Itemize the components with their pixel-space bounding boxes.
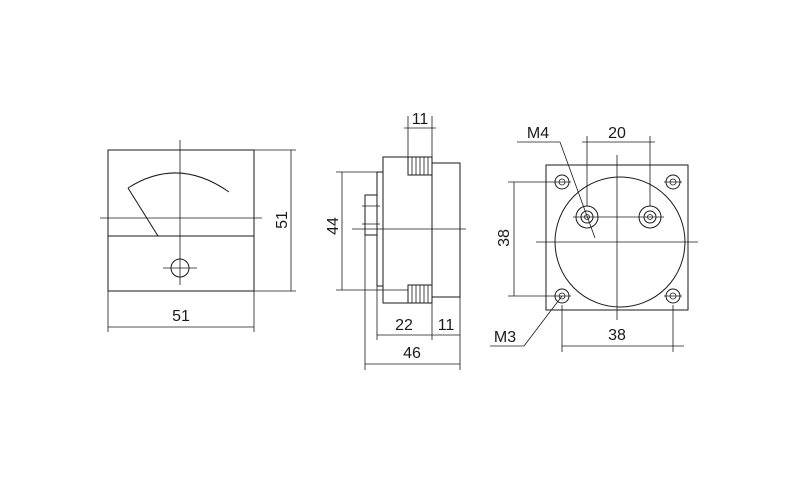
side-depth-label: 22 (395, 317, 413, 334)
side-total-label: 46 (403, 345, 421, 362)
side-rear-case (431, 162, 461, 298)
rear-spacing-label: 20 (608, 125, 626, 142)
side-bracket (364, 194, 378, 236)
front-width-label: 51 (172, 308, 190, 325)
m3-leader-diagonal (523, 295, 563, 347)
rear-vertical-label: 38 (496, 229, 513, 247)
needle (127, 187, 159, 237)
side-height-label: 44 (325, 217, 342, 235)
rear-horizontal-label: 38 (608, 327, 626, 344)
front-height-label: 51 (274, 211, 291, 229)
scale-arc (127, 172, 230, 193)
side-terminal-label: 11 (438, 317, 455, 334)
m4-leader-diagonal (559, 141, 596, 239)
side-body (382, 156, 433, 304)
rear-view: 20 M4 38 38 M3 (490, 125, 698, 352)
m4-label: M4 (527, 125, 549, 142)
front-view: 51 51 (100, 140, 296, 332)
front-bezel (107, 149, 255, 292)
side-top-label: 11 (412, 111, 429, 128)
m3-label: M3 (494, 329, 516, 346)
side-view: 11 44 22 11 46 (325, 111, 466, 370)
